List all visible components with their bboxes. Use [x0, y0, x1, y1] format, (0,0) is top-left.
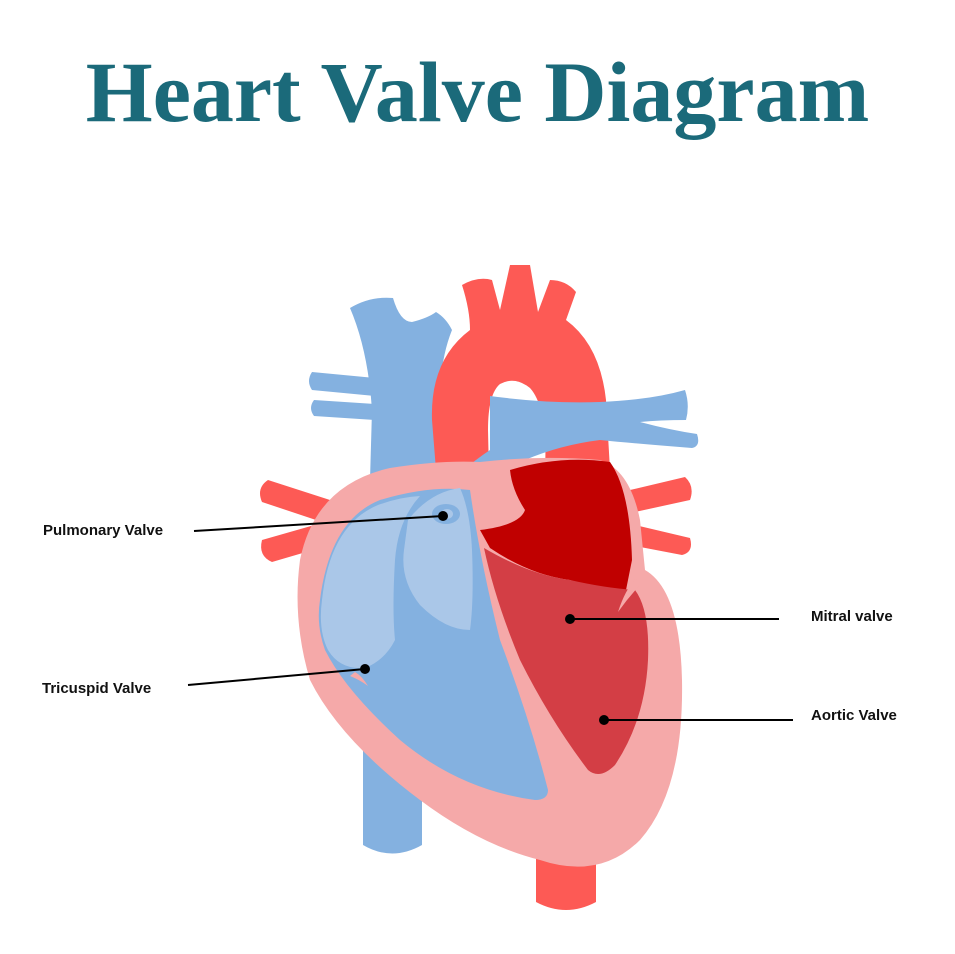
- label-pulmonary-valve: Pulmonary Valve: [43, 522, 164, 539]
- tricuspid-leader: [187, 668, 366, 686]
- mitral-dot: [565, 614, 575, 624]
- tricuspid-dot: [360, 664, 370, 674]
- superior-vena-cava: [350, 297, 452, 480]
- leader-dots: [360, 511, 609, 725]
- tricuspid-leaflet: [350, 672, 368, 686]
- aortic-dot: [599, 715, 609, 725]
- page-title: Heart Valve Diagram: [85, 44, 870, 140]
- pulmonary-trunk: [432, 390, 699, 520]
- label-aortic-valve: Aortic Valve: [811, 707, 897, 724]
- mitral-leaflet: [618, 578, 640, 612]
- left-pulmonary-branch-upper: [260, 480, 330, 522]
- label-tricuspid-valve: Tricuspid Valve: [42, 680, 152, 697]
- right-pulmonary-branch-lower: [630, 525, 691, 555]
- right-atrium: [320, 496, 420, 669]
- label-mitral-valve: Mitral valve: [811, 608, 893, 625]
- svc-branch-lower: [311, 400, 375, 420]
- pulmonary-leader: [193, 515, 444, 532]
- leader-lines: [187, 515, 793, 721]
- right-outflow: [403, 488, 473, 630]
- left-atrium: [480, 459, 632, 595]
- pulmonary-dot: [438, 511, 448, 521]
- right-pulmonary-branch-upper: [630, 477, 692, 512]
- aortic-arch: [431, 265, 610, 520]
- svc-branch-upper: [309, 372, 375, 396]
